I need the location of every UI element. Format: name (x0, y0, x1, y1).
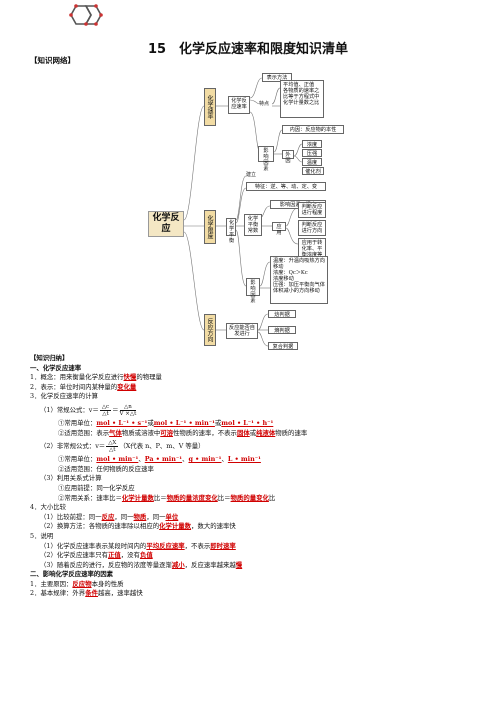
summary-label: 【知识归纳】 (30, 354, 69, 362)
branch-rate: 化学速率 (204, 88, 216, 126)
influence-item: 温度：升温向吸热方向移动 (273, 258, 325, 270)
feature-item: 比等于方程式中 (283, 94, 320, 100)
irregular-scope: ②适用范围：任何物质的反应速率 (58, 464, 154, 473)
rate-root-node: 化学反应速率 (228, 96, 250, 114)
regular-units: ①常用单位：mol • L⁻¹ • s⁻¹或mol • L⁻¹ • min⁻¹或… (58, 418, 274, 427)
branch-direction: 反应方向 (204, 314, 216, 346)
note-1: （1）化学反应速率表示某段时间内的平均反应速率，不表示即时速率 (40, 541, 236, 550)
direction-item: 复合判据 (268, 342, 298, 350)
benzene-logo (69, 4, 103, 26)
limit-establish-label: 建立 (246, 172, 257, 178)
main-cause: 1．主要原因：反应物本身的性质 (30, 579, 124, 588)
irregular-units: ①常用单位：mol • min⁻¹、Pa • min⁻¹、g • min⁻¹、L… (58, 455, 261, 464)
notes-heading: 5．说明 (30, 531, 54, 540)
limit-application-node: 应用 (272, 222, 286, 236)
direction-item: 熵判据 (268, 326, 296, 334)
relation-formula: ②常用关系：速率比＝化学计量数比＝物质的量浓度变化比＝物质的量变化比 (58, 493, 276, 502)
limit-constant-node: 化学平衡常数 (244, 214, 262, 236)
concept-line: 1．概念：用来衡量化学反应进行快慢的物理量 (30, 373, 162, 382)
influence-item: 浓度：Qc＞Kc (273, 270, 308, 276)
relation-premise: ①应用前提：同一化学反应 (58, 483, 135, 492)
limit-features-node: 特征：逆、等、动、定、变 (246, 182, 326, 191)
rate-features-box: 平均值、正值 各物质的速率之 比等于方程式中 化学计量数之比 (280, 80, 324, 118)
regular-scope: ②适用范围：表示气体物质或溶液中可溶性物质的速率，不表示固体或纯液体物质的速率 (58, 428, 308, 437)
rate-internal-node: 内因：反应物的本性 (282, 125, 344, 134)
section-heading-1: 一、化学反应速率 (30, 363, 82, 372)
mind-map-connectors (183, 77, 303, 347)
rate-external-node: 外因 (282, 150, 294, 164)
comparison-heading: 4．大小比较 (30, 503, 67, 512)
mind-map: 化学反应 化学速率 化学限度 反应方向 化学反应速率 表示方法 特点 平均值、正… (140, 68, 370, 353)
external-item: 压强 (302, 149, 322, 157)
knowledge-network-label: 【知识网络】 (30, 56, 75, 65)
knowledge-summary: 【知识归纳】 一、化学反应速率 1．概念：用来衡量化学反应进行快慢的物理量 2．… (30, 354, 470, 599)
influence-item: 浓度移动 (273, 276, 294, 282)
feature-item: 平均值、正值 (283, 82, 315, 88)
page-title: 15 化学反应速率和限度知识清单 (147, 42, 349, 57)
direction-item: 焓判据 (268, 310, 296, 318)
comparison-method: （2）换算方法：各物质的速率除以相应的化学计量数，数大的速率快 (40, 522, 236, 531)
relation-heading: （3）利用关系式计算 (40, 474, 102, 483)
limit-root-node: 化学平衡 (226, 218, 236, 244)
influence-item: 压强：加压平衡向气体体积减小的方向移动 (273, 282, 325, 294)
rate-features-label: 特点 (259, 101, 270, 107)
note-3: （3）随着反应的进行，反应物的浓度等量逐渐减小，反应速率越来越慢 (40, 560, 243, 569)
feature-item: 化学计量数之比 (283, 100, 320, 106)
external-item: 浓度 (302, 140, 322, 148)
rate-influence-node: 影响因素 (258, 146, 274, 172)
feature-item: 各物质的速率之 (283, 88, 320, 94)
rate-representation-node: 表示方法 (262, 73, 292, 82)
center-node: 化学反应 (148, 211, 184, 237)
application-item: 判断反应进行程度 (298, 202, 326, 218)
direction-root-node: 反应能否自发进行 (226, 323, 258, 339)
representation-line: 2．表示：单位时间内某种量的变化量 (30, 382, 137, 391)
limit-influence-box: 温度：升温向吸热方向移动 浓度：Qc＞Kc 浓度移动 压强：加压平衡向气体体积减… (270, 256, 328, 304)
limit-influence-node: 影响因素 (246, 278, 260, 304)
basic-rule: 2．基本规律：外界条件越高，速率越快 (30, 589, 143, 598)
comparison-premise: （1）比较前提：同一反应，同一物质，同一单位 (40, 512, 179, 521)
application-item: 判断反应进行方向 (298, 220, 326, 236)
note-2: （2）化学反应速率只有正值，没有负值 (40, 551, 153, 560)
section-heading-2: 二、影响化学反应速率的因素 (30, 570, 114, 579)
external-item: 催化剂 (302, 167, 324, 175)
calculation-line: 3．化学反应速率的计算 (30, 392, 98, 401)
branch-limit: 化学限度 (204, 210, 216, 244)
external-item: 温度 (302, 158, 322, 166)
irregular-formula: （2）非常规公式：v＝ △X△t （X代表 n、P、m、V 等量） (40, 440, 205, 454)
